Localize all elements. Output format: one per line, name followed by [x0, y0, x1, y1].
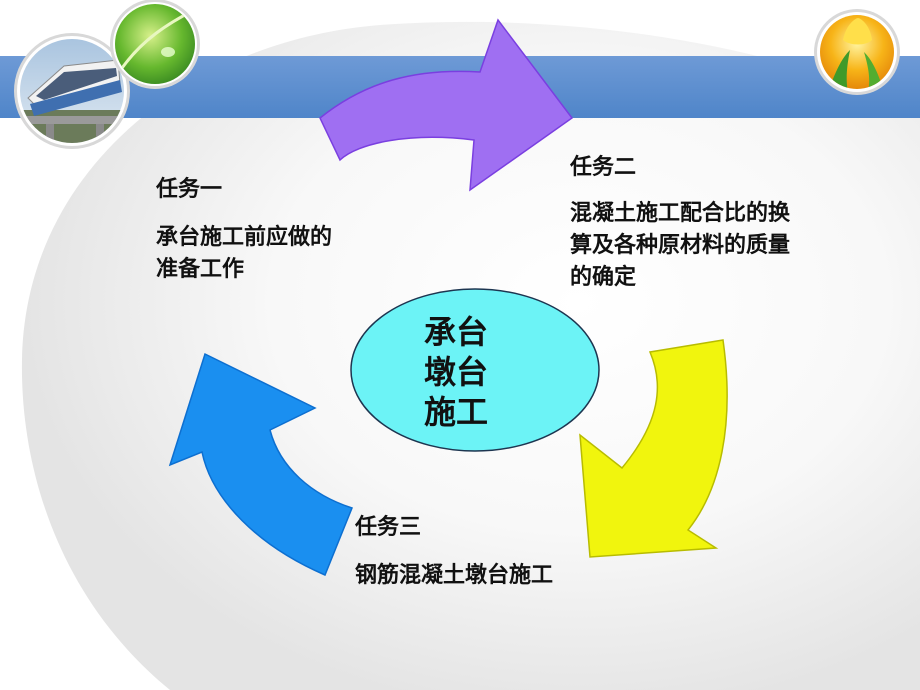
- task1-desc-line2: 准备工作: [156, 257, 245, 282]
- arrow-task1-to-task2: [319, 18, 574, 192]
- center-title: 承台 墩台 施工: [400, 312, 512, 432]
- center-ellipse: [350, 288, 600, 452]
- arrow-task3-to-task1: [168, 352, 353, 576]
- task1-desc-line1: 承台施工前应做的: [156, 225, 333, 250]
- center-line3: 施工: [423, 393, 488, 431]
- tulip-photo-icon: [814, 9, 900, 95]
- center-line1: 承台: [423, 313, 488, 351]
- task1-title: 任务一: [156, 177, 223, 202]
- task2-desc-line1: 混凝土施工配合比的换: [570, 201, 791, 226]
- task2-desc-line3: 的确定: [570, 265, 637, 290]
- center-line2: 墩台: [423, 353, 488, 391]
- arrow-task2-to-task3: [579, 339, 728, 558]
- task2-title: 任务二: [570, 155, 637, 180]
- task3-title: 任务三: [355, 515, 422, 540]
- green-leaf-droplet-icon: [110, 0, 200, 89]
- task2-desc-line2: 算及各种原材料的质量: [570, 233, 791, 258]
- task3-desc-line1: 钢筋混凝土墩台施工: [355, 563, 554, 588]
